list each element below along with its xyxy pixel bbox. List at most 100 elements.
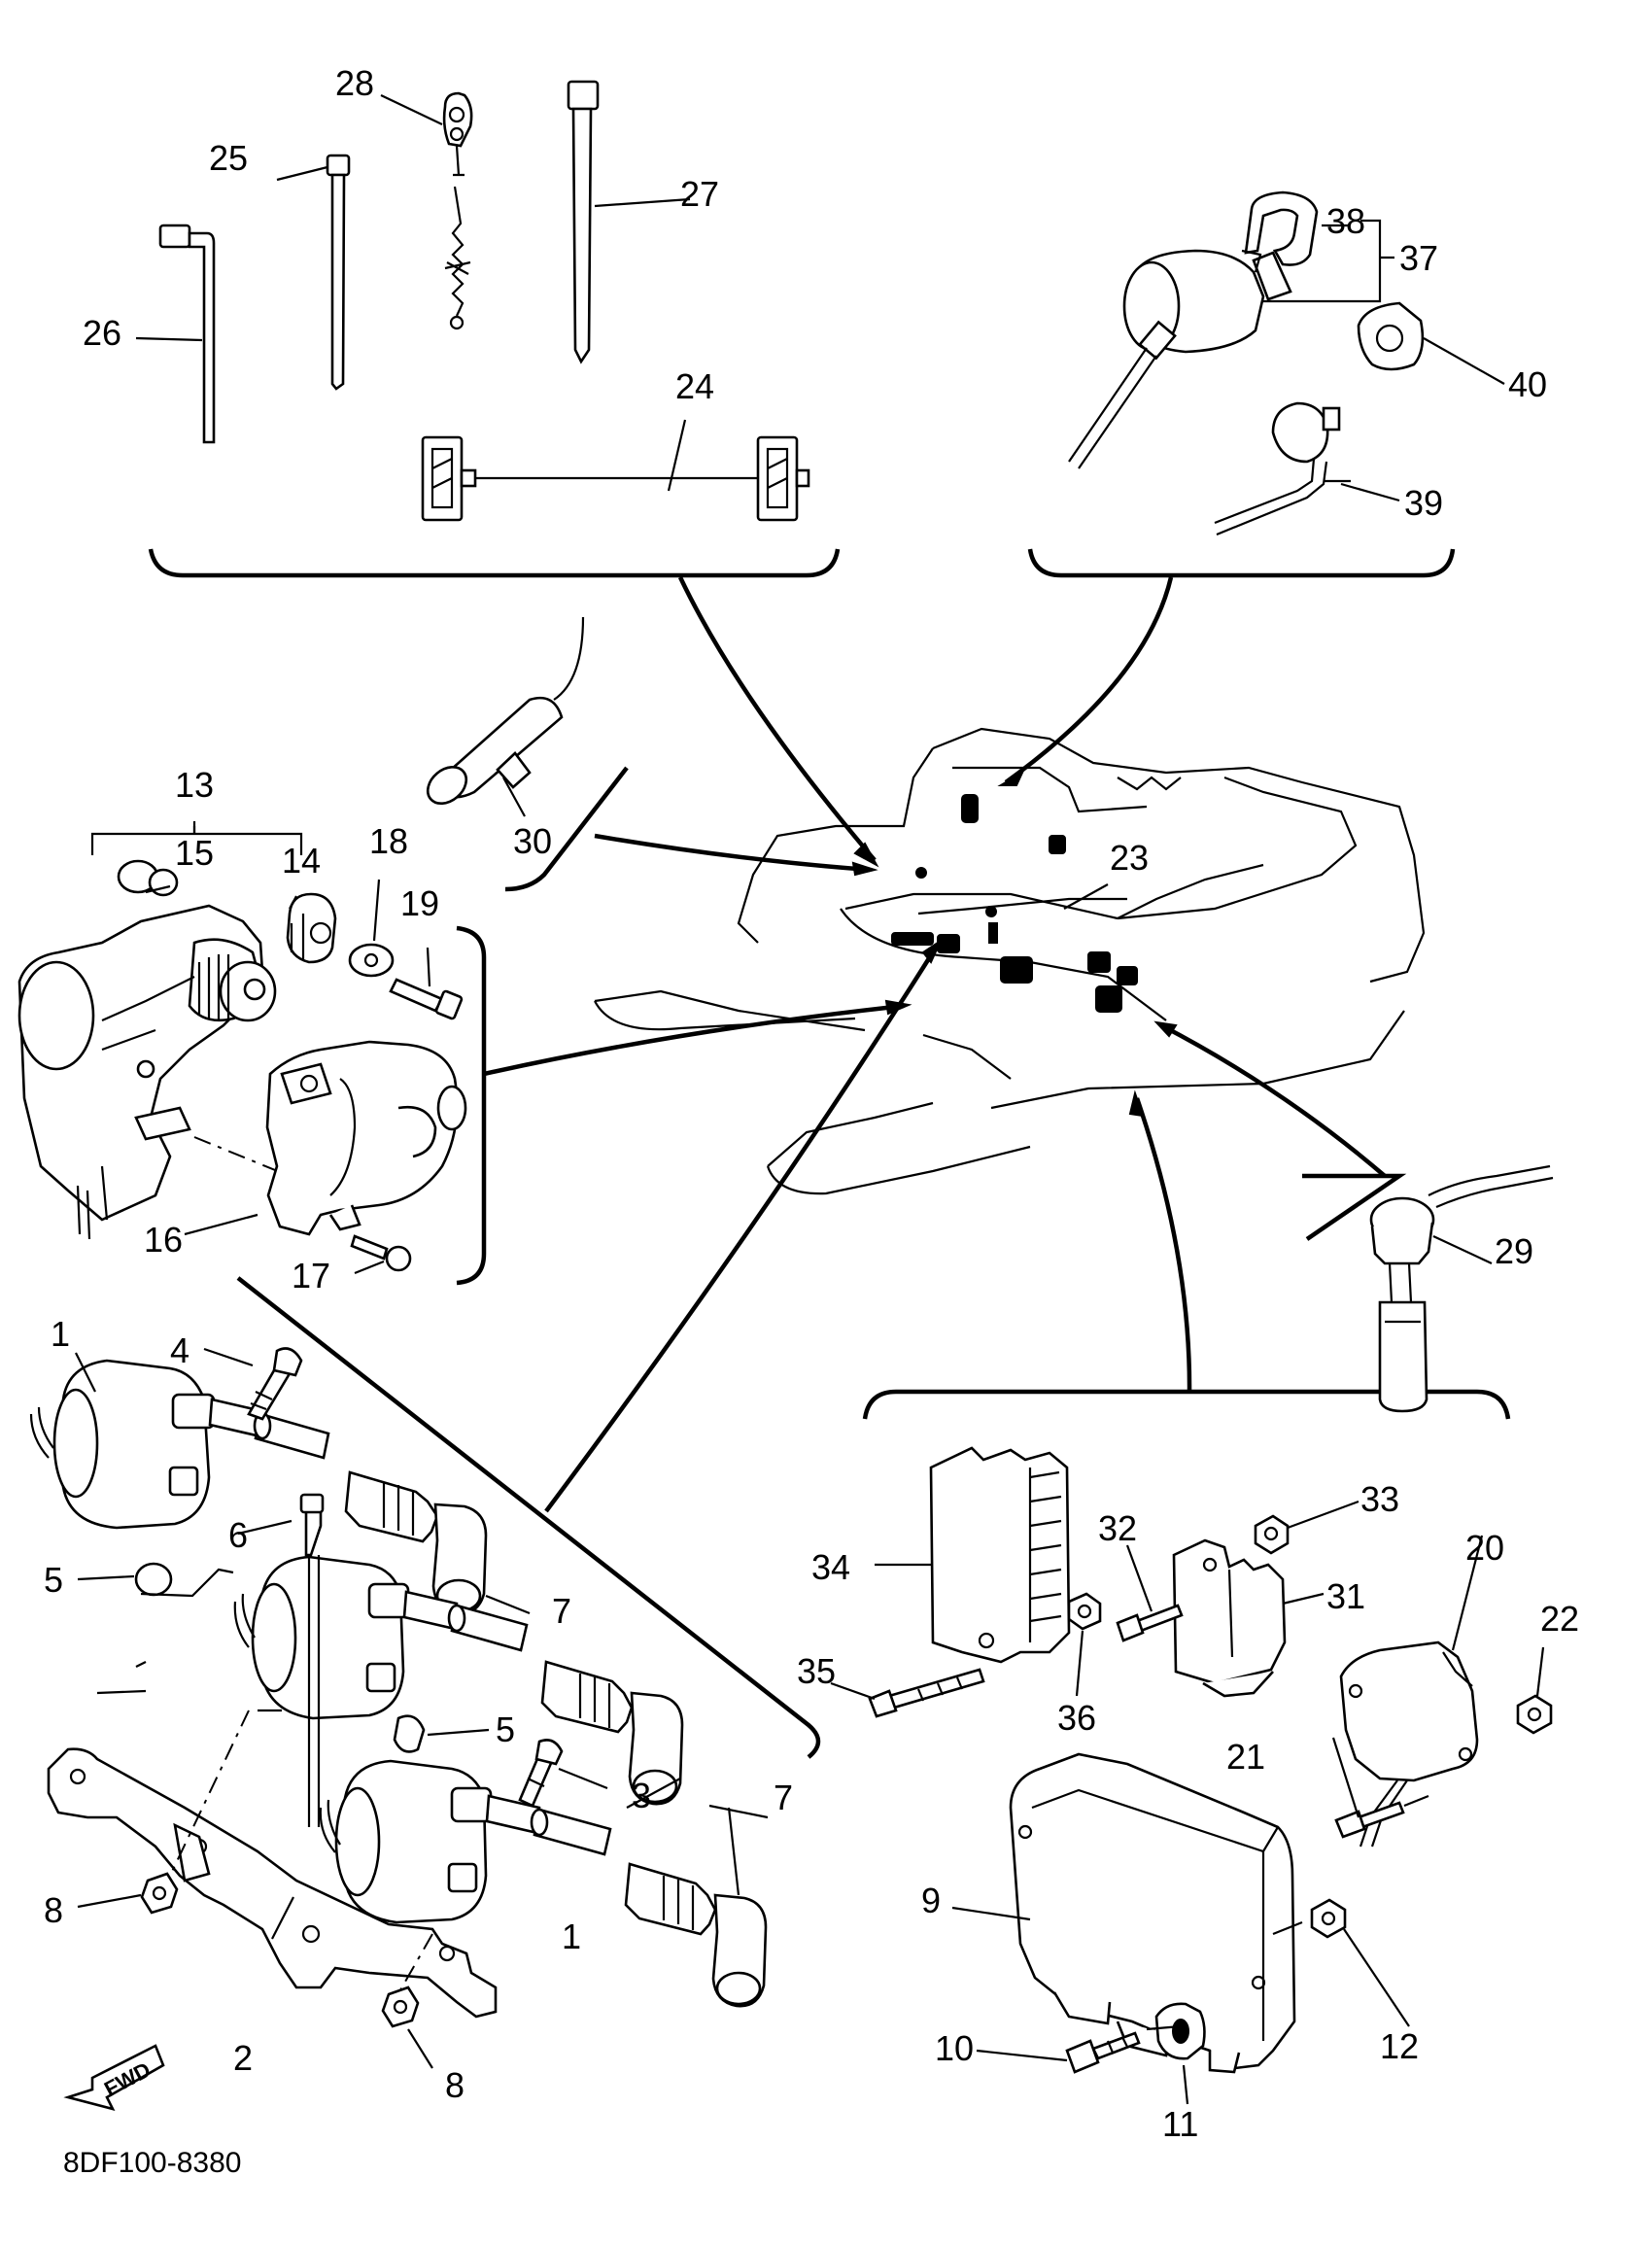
bracket-condenser bbox=[504, 766, 629, 892]
callout-34: 34 bbox=[811, 1547, 850, 1587]
arrowhead bbox=[851, 861, 878, 877]
callout-3: 3 bbox=[632, 1776, 651, 1815]
cable-tie-25 bbox=[330, 173, 346, 391]
callout-5: 5 bbox=[44, 1560, 63, 1600]
snowmobile-outline bbox=[594, 727, 1426, 1195]
arrowhead bbox=[853, 842, 879, 868]
leader-condenser bbox=[594, 833, 871, 873]
arrowhead bbox=[921, 938, 944, 964]
callout-15: 15 bbox=[175, 833, 214, 873]
leader-ignition-coils bbox=[544, 946, 938, 1513]
bracket-ignition-switch bbox=[1027, 548, 1456, 578]
callout-4: 4 bbox=[170, 1330, 189, 1370]
leader-ecu-group bbox=[1134, 1097, 1192, 1393]
drawing-code: 8DF100-8380 bbox=[63, 2147, 241, 2179]
knob-40 bbox=[1357, 301, 1425, 371]
callout-28: 28 bbox=[335, 63, 374, 103]
thermo-switch-29 bbox=[1369, 1164, 1554, 1413]
callout-5-lower: 5 bbox=[496, 1710, 515, 1749]
callout-12: 12 bbox=[1380, 2026, 1419, 2066]
bracket-ignition-coils bbox=[236, 1276, 821, 1759]
cable-tie-26-head bbox=[158, 224, 191, 249]
callout-6: 6 bbox=[228, 1515, 248, 1555]
arrowhead bbox=[1153, 1020, 1178, 1038]
callout-33: 33 bbox=[1360, 1479, 1399, 1519]
callout-19: 19 bbox=[400, 883, 439, 923]
arrowhead bbox=[1128, 1089, 1145, 1118]
cap-5-lower bbox=[393, 1714, 426, 1753]
ecu-group bbox=[868, 1446, 1553, 2074]
nut-22 bbox=[1516, 1694, 1553, 1735]
callout-39: 39 bbox=[1404, 483, 1443, 523]
callout-leaders bbox=[75, 94, 1545, 2105]
bolt-10 bbox=[1091, 2031, 1141, 2060]
callout-23: 23 bbox=[1110, 838, 1149, 878]
bolt-17 bbox=[350, 1234, 389, 1261]
fwd-arrow-shape bbox=[63, 2044, 165, 2111]
callout-22: 22 bbox=[1540, 1599, 1579, 1639]
callout-labels: 1 1 2 3 4 5 5 6 7 7 8 8 9 10 11 12 13 14… bbox=[44, 63, 1579, 2144]
cable-tie-25-head bbox=[326, 154, 351, 177]
ecu-9 bbox=[1009, 1752, 1296, 2072]
switch-39-cable bbox=[1214, 458, 1328, 536]
switch-39-body bbox=[1271, 401, 1329, 464]
nut-12 bbox=[1310, 1898, 1347, 1939]
callout-24: 24 bbox=[675, 366, 714, 406]
callout-8-lower: 8 bbox=[445, 2065, 465, 2105]
band-6 bbox=[304, 1504, 323, 1557]
callout-40: 40 bbox=[1508, 364, 1547, 404]
washer-18 bbox=[348, 943, 395, 978]
fwd-arrow: FWD bbox=[63, 2044, 165, 2111]
nut-8-left bbox=[140, 1872, 179, 1915]
nut-33 bbox=[1254, 1514, 1290, 1555]
callout-31: 31 bbox=[1326, 1576, 1365, 1616]
bracket-ecu-group bbox=[862, 1389, 1511, 1420]
callout-18: 18 bbox=[369, 821, 408, 861]
callout-32: 32 bbox=[1098, 1508, 1137, 1548]
callout-16: 16 bbox=[144, 1220, 183, 1260]
callout-8: 8 bbox=[44, 1890, 63, 1930]
bracket-cable-ties bbox=[148, 548, 841, 578]
cable-tie-28-chain bbox=[451, 145, 465, 317]
condenser-30 bbox=[426, 616, 585, 806]
cable-tie-27 bbox=[571, 107, 593, 364]
arrowhead bbox=[997, 770, 1025, 786]
cable-tie-28-clip bbox=[442, 91, 473, 148]
cable-tie-group bbox=[158, 80, 810, 522]
callout-38: 38 bbox=[1326, 201, 1365, 241]
callout-30: 30 bbox=[513, 821, 552, 861]
callout-20: 20 bbox=[1465, 1528, 1504, 1568]
cap-5-upper bbox=[134, 1562, 173, 1597]
callout-1: 1 bbox=[51, 1314, 70, 1354]
cable-tie-27-head bbox=[567, 80, 600, 111]
leader-ignition-switch bbox=[1004, 576, 1174, 784]
callout-36: 36 bbox=[1057, 1698, 1096, 1738]
ignition-coil-group bbox=[29, 1347, 768, 2028]
callout-29: 29 bbox=[1495, 1231, 1533, 1271]
callout-10: 10 bbox=[935, 2028, 974, 2068]
callout-2: 2 bbox=[233, 2038, 253, 2078]
cable-tie-26 bbox=[188, 231, 216, 444]
callout-7-lower: 7 bbox=[774, 1778, 793, 1817]
callout-27: 27 bbox=[680, 174, 719, 214]
callout-35: 35 bbox=[797, 1651, 836, 1691]
bracket-starter bbox=[456, 925, 487, 1286]
nut-8-right bbox=[381, 1986, 420, 2028]
callout-11: 11 bbox=[1162, 2104, 1198, 2144]
leader-starter bbox=[483, 1003, 905, 1077]
nut-36 bbox=[1067, 1592, 1102, 1631]
callout-21: 21 bbox=[1226, 1737, 1265, 1777]
relay-20 bbox=[1339, 1641, 1479, 1782]
leader-cable-ties bbox=[677, 576, 877, 862]
coil-bracket-2 bbox=[47, 1747, 498, 2019]
callout-9: 9 bbox=[921, 1881, 941, 1920]
callout-14: 14 bbox=[282, 841, 321, 881]
bolt-35 bbox=[887, 1668, 985, 1710]
callout-1-lower: 1 bbox=[562, 1917, 581, 1956]
group-brackets bbox=[148, 548, 1511, 1759]
callout-13: 13 bbox=[175, 765, 214, 805]
starter-group bbox=[17, 821, 467, 1272]
callout-17: 17 bbox=[292, 1256, 330, 1295]
rectifier-31 bbox=[1172, 1538, 1287, 1685]
